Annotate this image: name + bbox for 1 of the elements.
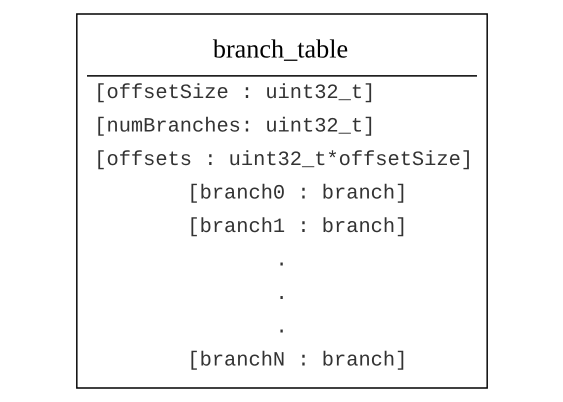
- node-box: branch_table [offsetSize : uint32_t] [numBranches: uint32_t] [offsets : uint32_t*offsetSize] [branch0 : branch] [branch1 : branch] . . . [branchN : branch]: [76, 13, 488, 389]
